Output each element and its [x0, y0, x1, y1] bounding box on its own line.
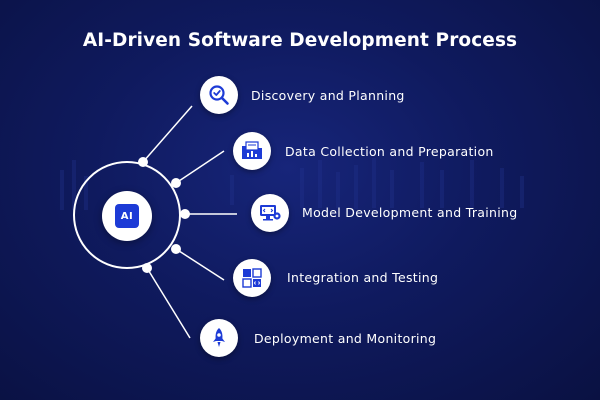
step-3-icon-badge [251, 194, 289, 232]
ai-chip-label: AI [120, 210, 134, 222]
junction-dot-1 [138, 157, 148, 167]
connector-5 [146, 267, 191, 339]
step-1-icon-badge [200, 76, 238, 114]
step-3-label: Model Development and Training [302, 205, 518, 220]
outer-ring [73, 161, 181, 269]
step-2-label: Data Collection and Preparation [285, 144, 494, 159]
junction-dot-4 [171, 244, 181, 254]
step-4-label: Integration and Testing [287, 270, 439, 285]
step-4-icon-badge [233, 259, 271, 297]
rocket-icon [213, 328, 225, 347]
connector-4 [175, 248, 225, 281]
step-5-icon-badge [200, 319, 238, 357]
connector-2 [175, 150, 225, 184]
junction-dot-2 [171, 178, 181, 188]
junction-dot-3 [180, 209, 190, 219]
monitor-gear-icon [260, 205, 281, 221]
junction-dot-5 [142, 263, 152, 273]
ai-center-badge: AI [102, 191, 152, 241]
puzzle-code-icon [242, 268, 262, 288]
magnifier-check-icon [209, 85, 229, 105]
ai-chip-icon: AI [115, 204, 139, 228]
step-2-icon-badge [233, 132, 271, 170]
step-1-label: Discovery and Planning [251, 88, 405, 103]
page-title: AI-Driven Software Development Process [82, 30, 518, 51]
step-5-label: Deployment and Monitoring [254, 331, 437, 346]
connector-1 [142, 105, 193, 163]
folder-chart-icon [242, 141, 262, 159]
